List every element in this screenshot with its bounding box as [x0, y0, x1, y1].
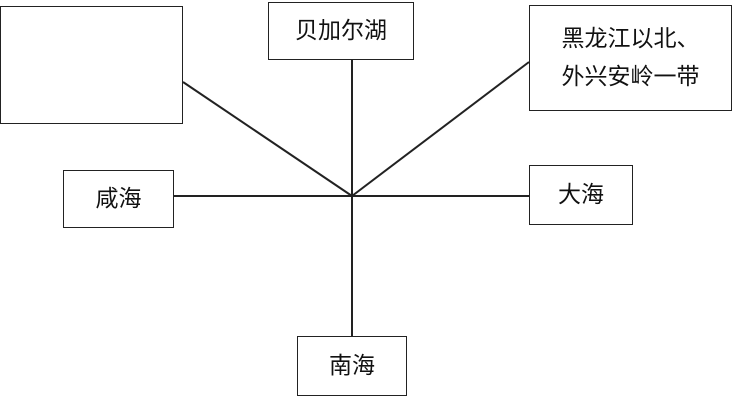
node-top-baikal: 贝加尔湖: [268, 2, 414, 60]
node-bottom-label: 南海: [329, 353, 375, 379]
node-left-label: 咸海: [95, 186, 142, 212]
node-top-left-empty: [0, 6, 183, 124]
node-bottom-nanhai: 南海: [297, 336, 407, 396]
node-top-right-label-line1: 黑龙江以北、: [561, 26, 700, 52]
connector-top-left: [182, 81, 353, 197]
connector-top-right: [351, 61, 530, 197]
node-right-dahai: 大海: [529, 165, 633, 225]
node-top-right-heilongjiang: 黑龙江以北、 外兴安岭一带: [529, 5, 732, 111]
node-left-xianhai: 咸海: [63, 170, 174, 228]
node-top-label: 贝加尔湖: [295, 18, 387, 44]
node-right-label: 大海: [558, 182, 604, 208]
node-top-right-label-line2: 外兴安岭一带: [561, 64, 700, 90]
